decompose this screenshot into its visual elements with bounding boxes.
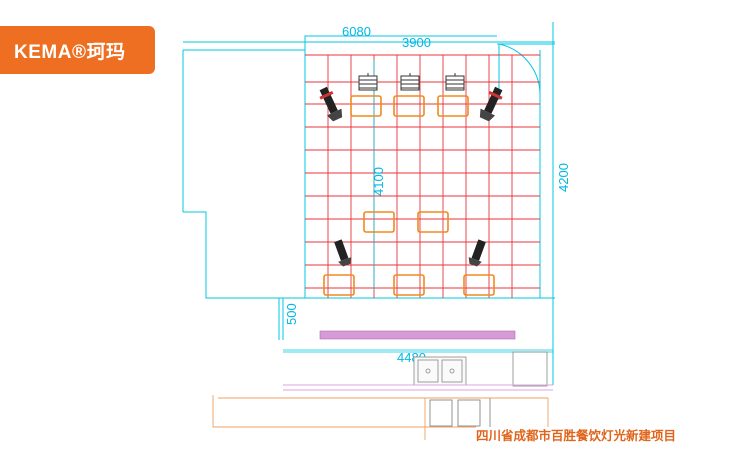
moving-head-light-icon [468,239,486,267]
lighting-track [319,330,516,340]
project-caption: 四川省成都市百胜餐饮灯光新建项目 [476,427,677,443]
moving-head-light-icon [334,239,352,267]
spotlight-icon [400,73,420,91]
dim-room-depth: 4200 [556,163,571,192]
brand-logo: KEMA®珂玛 [0,26,155,74]
spotlight-icon [445,73,465,91]
dim-overall-width: 6080 [342,24,371,39]
lower-wall [283,384,553,391]
moving-head-light-icon [479,86,503,122]
moving-head-light-icon [319,86,343,122]
floor-unit [323,95,495,296]
spotlight-icon [358,73,378,91]
dim-stage-depth: 4100 [371,167,386,196]
dim-offset: 500 [284,303,299,325]
brand-logo-text: KEMA®珂玛 [14,41,126,63]
dimension-lines [279,50,554,353]
lower-cabinets [212,395,549,440]
dim-stage-width: 3900 [402,35,431,50]
door [498,43,541,100]
